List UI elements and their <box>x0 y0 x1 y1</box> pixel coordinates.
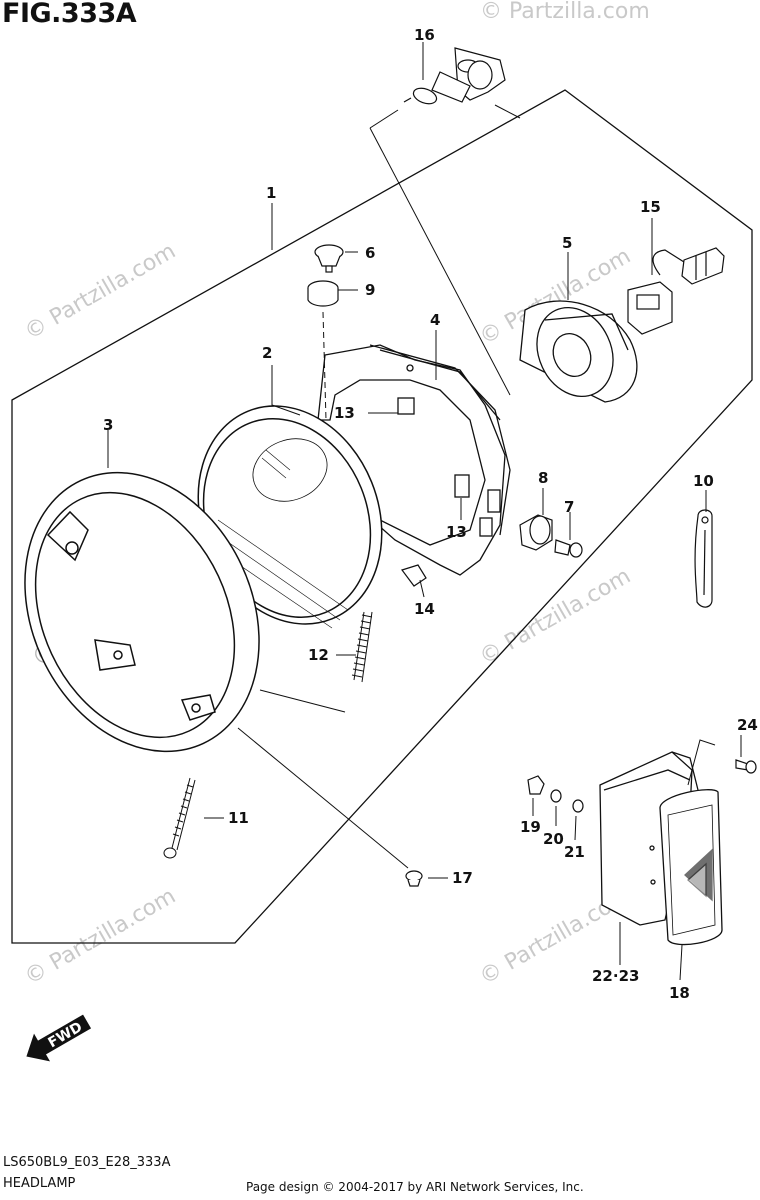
cushion-icon <box>519 514 553 551</box>
nut-icon <box>401 564 427 587</box>
callout-17: 17 <box>452 869 473 887</box>
callout-18: 18 <box>669 984 690 1002</box>
callout-6: 6 <box>365 244 375 262</box>
callout-4: 4 <box>430 311 440 329</box>
position-lamp-lens-icon <box>659 789 723 946</box>
grommet-icon <box>307 280 339 307</box>
watermark: © Partzilla.com <box>21 884 181 991</box>
callout-1: 1 <box>266 184 276 202</box>
callout-3: 3 <box>103 416 113 434</box>
screw-icon <box>314 244 344 273</box>
bulb-leader-lines <box>494 104 521 119</box>
assembly-axis <box>322 311 327 421</box>
callout-22-23: 22·23 <box>592 967 639 985</box>
callout-20: 20 <box>543 830 564 848</box>
callouts: 1 2 3 4 5 6 7 8 9 10 11 12 13 13 14 15 1… <box>103 26 758 1002</box>
bulb-leader-lines <box>369 127 511 396</box>
screw-icon <box>405 870 423 887</box>
callout-5: 5 <box>562 234 572 252</box>
bolt-icon <box>554 539 583 558</box>
callout-14: 14 <box>414 600 435 618</box>
callout-16: 16 <box>414 26 435 44</box>
callout-13: 13 <box>334 404 355 422</box>
callout-12: 12 <box>308 646 329 664</box>
headlamp-rim-icon <box>24 471 260 753</box>
washer-icon <box>572 799 584 813</box>
boot-icon <box>519 300 638 403</box>
callout-11: 11 <box>228 809 249 827</box>
direction-label: FWD <box>45 1019 85 1051</box>
screw-icon <box>735 759 757 774</box>
callout-9: 9 <box>365 281 375 299</box>
copyright-notice: Page design © 2004-2017 by ARI Network S… <box>246 1180 584 1194</box>
section-name: HEADLAMP <box>3 1176 76 1191</box>
bracket-icon <box>694 509 713 608</box>
callout-19: 19 <box>520 818 541 836</box>
callout-21: 21 <box>564 843 585 861</box>
callout-13: 13 <box>446 523 467 541</box>
washer-icon <box>550 789 562 803</box>
leader-lines <box>107 42 742 981</box>
callout-15: 15 <box>640 198 661 216</box>
watermark: © Partzilla.com <box>21 239 181 346</box>
nut-icon <box>527 775 545 795</box>
watermark: © Partzilla.com <box>480 0 650 24</box>
callout-7: 7 <box>564 498 574 516</box>
assembly-outline <box>11 89 753 944</box>
forward-arrow-icon: FWD <box>26 1014 92 1062</box>
spring-icon <box>351 611 373 683</box>
callout-8: 8 <box>538 469 548 487</box>
bulb-icon <box>403 47 506 105</box>
callout-24: 24 <box>737 716 758 734</box>
long-screw-icon <box>163 777 196 859</box>
bulb-leader-lines <box>369 109 399 129</box>
callout-2: 2 <box>262 344 272 362</box>
figure-title: FIG.333A <box>2 0 137 29</box>
socket-connector-icon <box>627 247 725 335</box>
callout-10: 10 <box>693 472 714 490</box>
model-code: LS650BL9_E03_E28_333A <box>3 1155 171 1170</box>
